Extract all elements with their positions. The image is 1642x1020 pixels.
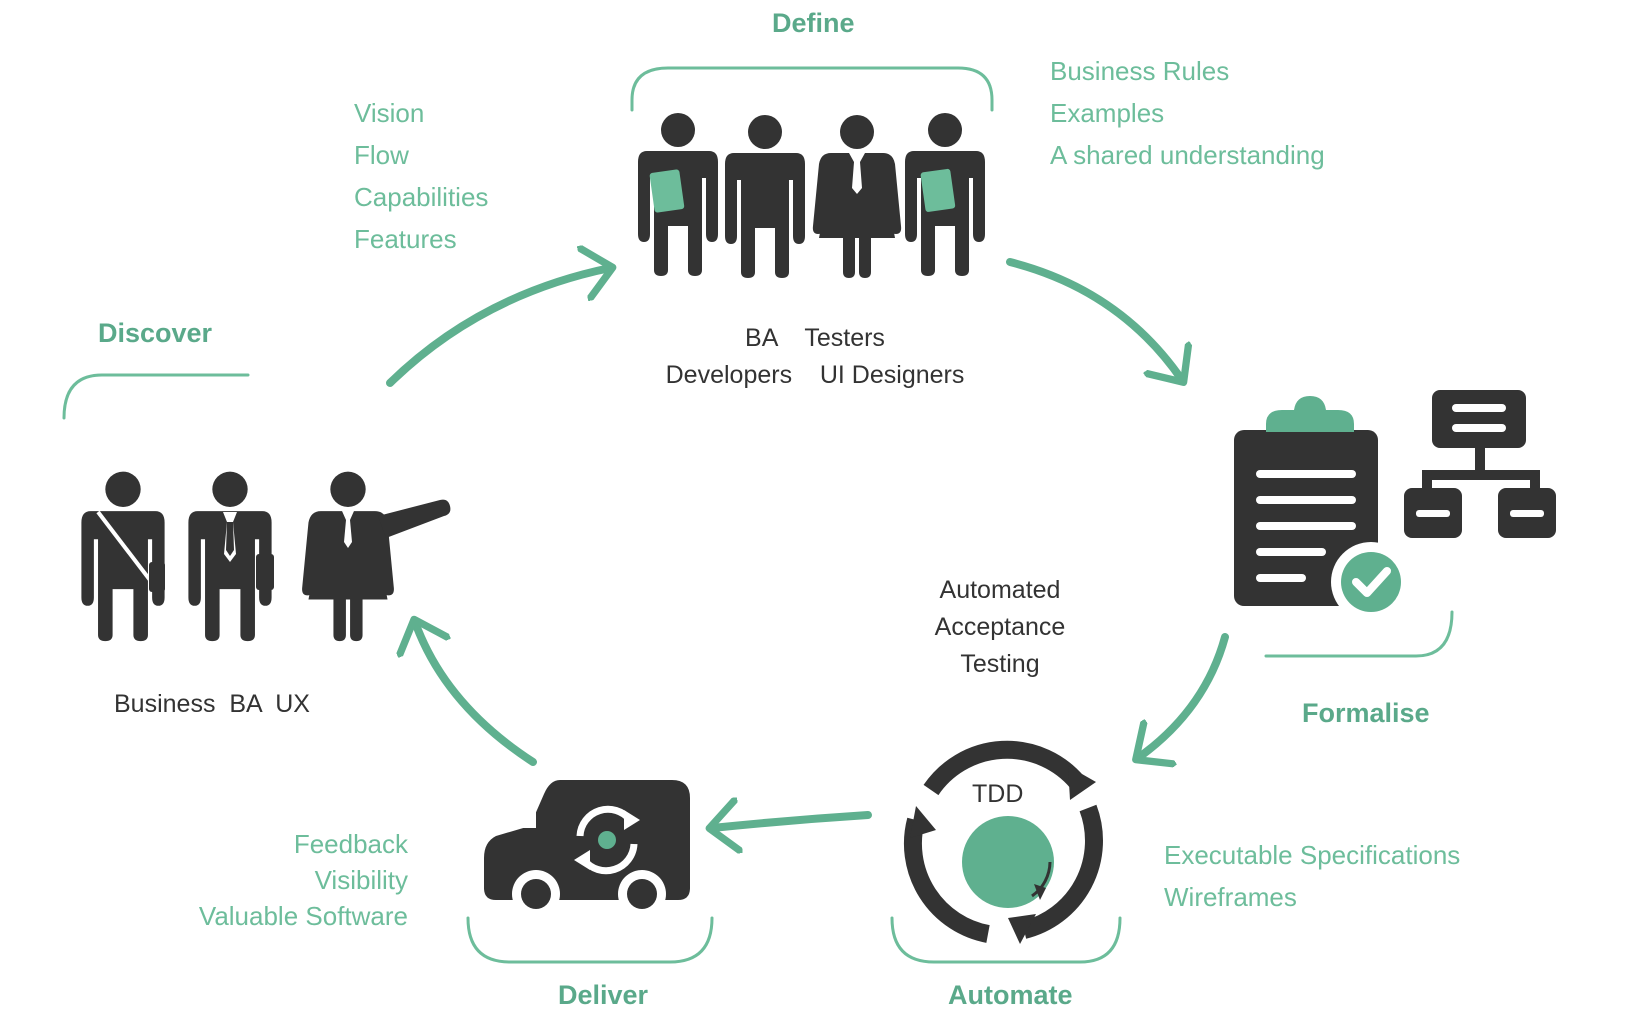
- deliver-notes: Feedback Visibility Valuable Software: [150, 826, 408, 934]
- person-holding-book-icon: [905, 113, 985, 276]
- automate-notes: Executable Specifications Wireframes: [1164, 834, 1460, 918]
- center-label-line: Testing: [960, 650, 1040, 678]
- deliver-bracket: [466, 916, 714, 964]
- define-bracket: [630, 66, 994, 112]
- cycle-arrows: [386, 258, 1229, 828]
- discover-bracket: [62, 373, 250, 420]
- formalise-bracket: [1264, 610, 1454, 658]
- define-roles-line: Developers UI Designers: [665, 361, 965, 389]
- deliver-note: Feedback: [293, 829, 408, 859]
- automate-bracket: [890, 916, 1122, 964]
- discover-note: Capabilities: [354, 182, 489, 212]
- delivery-van-icon: [484, 780, 690, 918]
- automate-note: Wireframes: [1164, 882, 1297, 912]
- deliver-note: Visibility: [314, 865, 408, 895]
- discover-note: Vision: [354, 98, 425, 128]
- tdd-label: TDD: [972, 780, 1024, 808]
- define-title: Define: [772, 8, 855, 38]
- arrow-formalise-to-automate: [1138, 633, 1229, 758]
- center-label: Automated Acceptance Testing: [900, 572, 1100, 683]
- woman-presenting-icon: [302, 471, 451, 642]
- person-holding-book-icon: [638, 113, 718, 276]
- deliver-note: Valuable Software: [198, 901, 408, 931]
- discover-note: Flow: [354, 140, 409, 170]
- formalise-title: Formalise: [1302, 698, 1430, 728]
- discover-note: Features: [354, 224, 457, 254]
- person-icon: [725, 115, 805, 278]
- hierarchy-chart-icon: [1404, 390, 1556, 538]
- define-note: Business Rules: [1050, 56, 1230, 86]
- define-roles: BA Testers Developers UI Designers: [640, 320, 990, 394]
- arrow-automate-to-deliver: [712, 815, 872, 828]
- discover-people: [81, 471, 451, 642]
- businessman-with-briefcase-icon: [188, 471, 274, 642]
- sync-icon: [574, 805, 640, 875]
- arrow-deliver-to-discover: [415, 622, 537, 766]
- arrow-define-to-formalise: [1006, 258, 1182, 380]
- discover-title: Discover: [98, 318, 213, 348]
- woman-with-tie-icon: [812, 115, 902, 278]
- automate-title: Automate: [948, 980, 1073, 1010]
- discover-roles: Business BA UX: [114, 690, 310, 718]
- automate-note: Executable Specifications: [1164, 840, 1461, 870]
- checkmark-badge-icon: [1331, 542, 1411, 622]
- cycle-arrows-icon: [903, 740, 1103, 944]
- arrow-discover-to-define: [386, 268, 610, 387]
- define-notes: Business Rules Examples A shared underst…: [1050, 50, 1325, 176]
- stage-brackets: [62, 66, 1454, 964]
- deliver-title: Deliver: [558, 980, 649, 1010]
- person-with-satchel-icon: [81, 471, 165, 642]
- discover-notes: Vision Flow Capabilities Features: [354, 92, 488, 260]
- center-label-line: Automated: [939, 576, 1061, 604]
- define-note: A shared understanding: [1050, 140, 1325, 170]
- center-label-line: Acceptance: [934, 613, 1066, 641]
- define-note: Examples: [1050, 98, 1165, 128]
- define-people: [638, 113, 985, 278]
- formalise-icons: [1234, 390, 1556, 622]
- define-roles-line: BA Testers: [745, 324, 885, 352]
